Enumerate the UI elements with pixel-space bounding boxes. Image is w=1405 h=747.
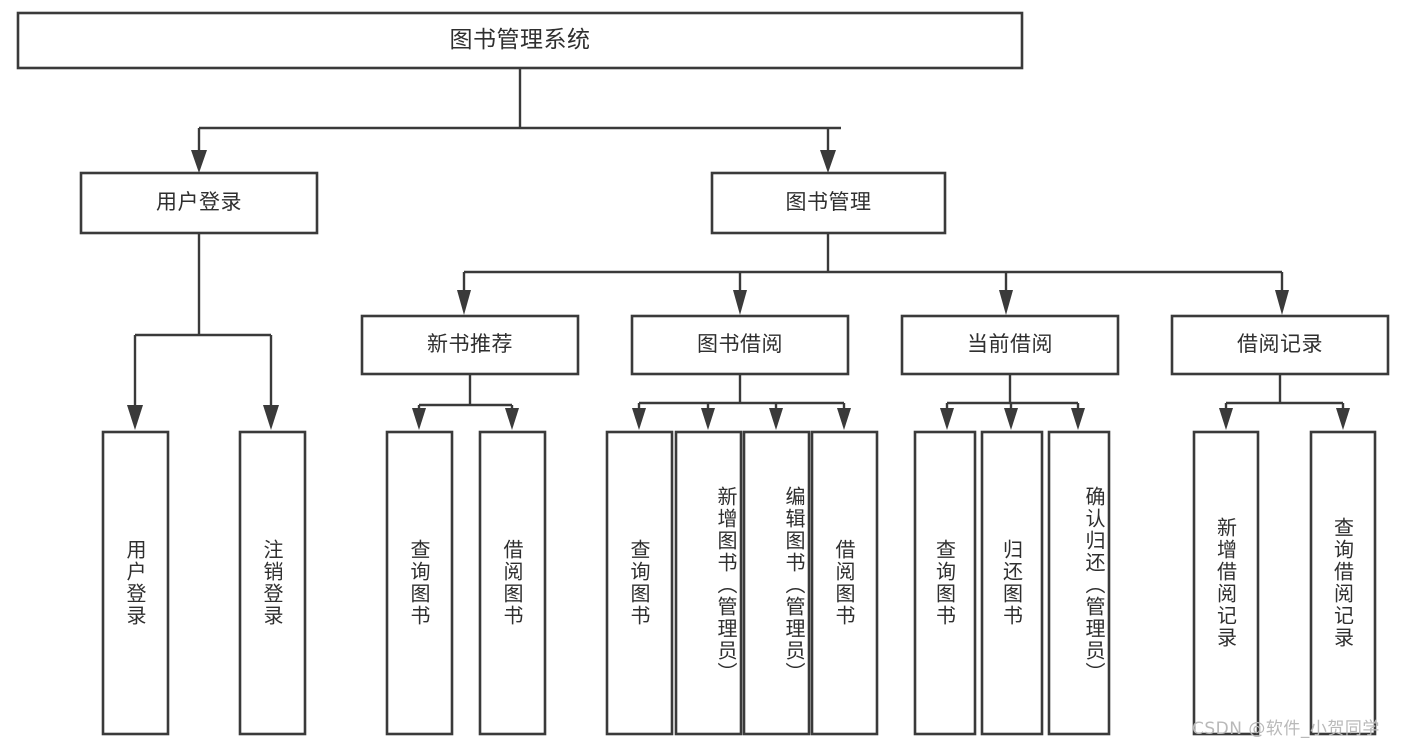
node-box-root[interactable] — [16, 11, 1024, 70]
connector-bookmgmt-to-level3 — [457, 233, 1289, 315]
leaf-box-book-borrow-0[interactable] — [605, 430, 674, 736]
connector-newbook-to-leaves — [412, 374, 519, 430]
leaf-box-new-book-1[interactable] — [478, 430, 547, 736]
leaf-box-current-borrow-0[interactable] — [913, 430, 977, 736]
leaf-box-book-borrow-2[interactable] — [742, 430, 811, 736]
node-box-book-management[interactable] — [710, 171, 947, 235]
leaf-box-current-borrow-2[interactable] — [1047, 430, 1111, 736]
leaf-box-user-login-1[interactable] — [238, 430, 307, 736]
leaf-box-borrow-record-0[interactable] — [1192, 430, 1260, 736]
leaf-box-book-borrow-1[interactable] — [674, 430, 743, 736]
connector-bookborrow-to-leaves — [632, 374, 851, 430]
node-box-user-login[interactable] — [79, 171, 319, 235]
leaf-box-borrow-record-1[interactable] — [1309, 430, 1377, 736]
connector-borrowrecord-to-leaves — [1219, 374, 1350, 430]
node-box-current-borrow[interactable] — [900, 314, 1120, 376]
leaf-box-user-login-0[interactable] — [101, 430, 170, 736]
leaf-box-new-book-0[interactable] — [385, 430, 454, 736]
leaf-box-current-borrow-1[interactable] — [980, 430, 1044, 736]
node-box-borrow-record[interactable] — [1170, 314, 1390, 376]
connector-root-to-level2 — [191, 68, 841, 173]
connector-currentborrow-to-leaves — [940, 374, 1085, 430]
node-box-new-book-recommend[interactable] — [360, 314, 580, 376]
leaf-box-book-borrow-3[interactable] — [810, 430, 879, 736]
connector-userlogin-to-leaves — [127, 233, 279, 430]
node-box-book-borrow[interactable] — [630, 314, 850, 376]
